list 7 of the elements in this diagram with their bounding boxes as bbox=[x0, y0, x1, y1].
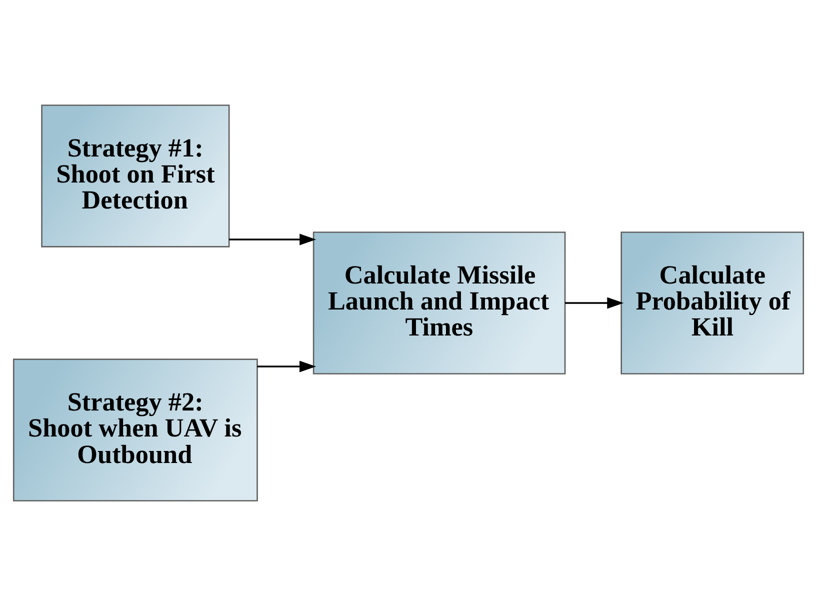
arrow bbox=[229, 234, 316, 246]
node-box: Calculate Probability of Kill bbox=[620, 232, 804, 374]
arrow bbox=[565, 297, 624, 309]
arrow bbox=[257, 360, 316, 372]
node-box: Strategy #1: Shoot on First Detection bbox=[41, 104, 230, 248]
node-box: Calculate Missile Launch and Impact Times bbox=[312, 232, 566, 374]
node-box: Strategy #2: Shoot when UAV is Outbound bbox=[12, 358, 258, 502]
